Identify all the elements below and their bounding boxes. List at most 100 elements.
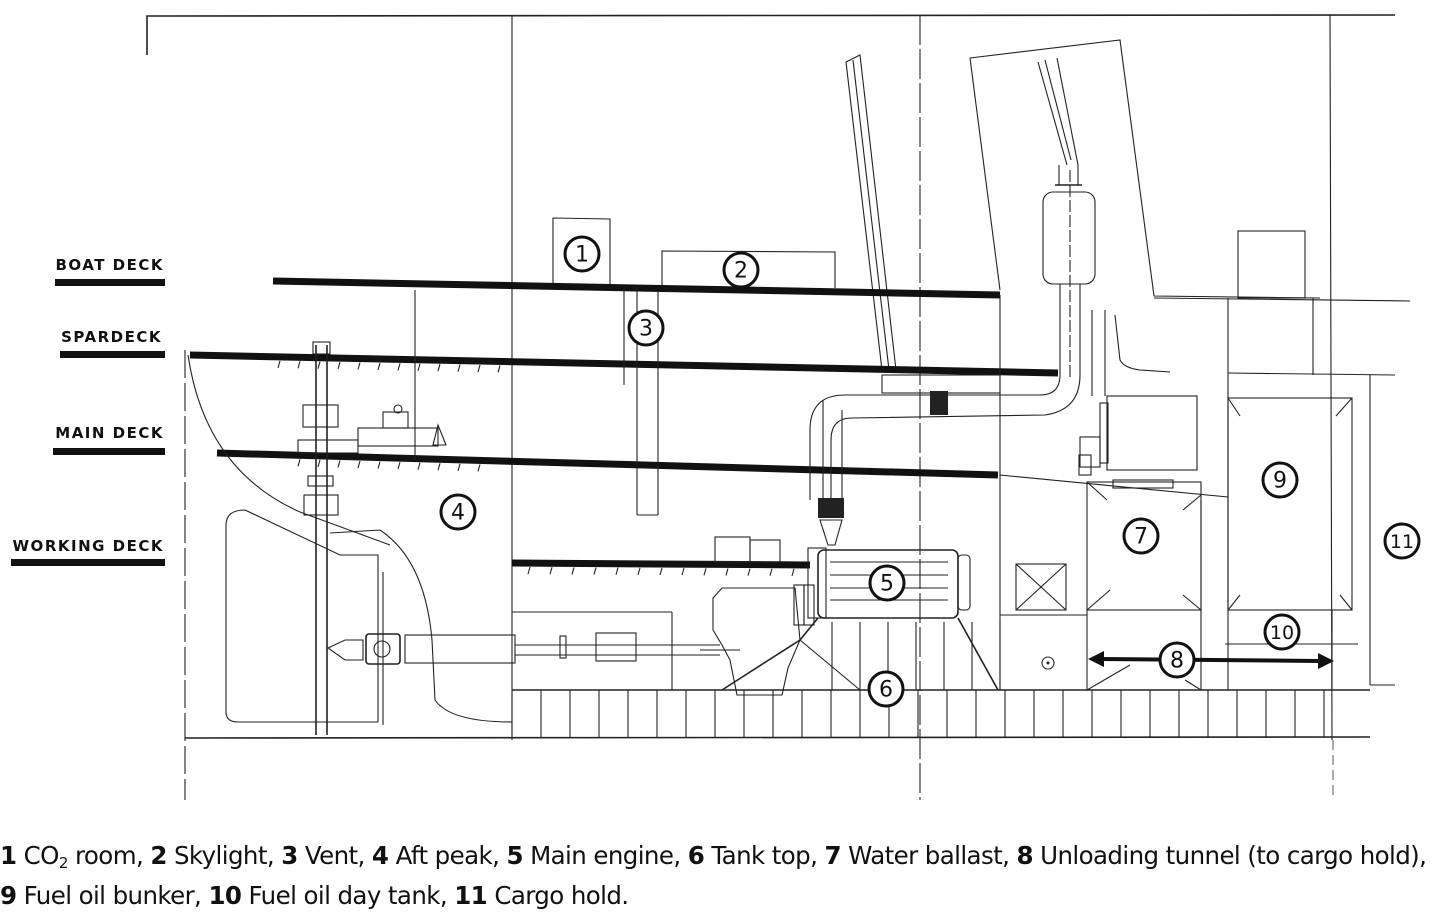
callout-8-number: 8 (1170, 649, 1184, 674)
caption-item-2: 2 Skylight, (150, 841, 281, 870)
caption-number-1: 1 (0, 841, 17, 870)
deck-beam-tick (377, 362, 381, 371)
deck-beam-tick (437, 463, 441, 471)
callout-1-number: 1 (575, 243, 589, 268)
caption-text-10: Fuel oil day tank, (241, 881, 455, 910)
callout-11-number: 11 (1390, 531, 1414, 553)
caption-item-7: 7 Water ballast, (825, 841, 1017, 870)
figure-caption: 1 CO2 room, 2 Skylight, 3 Vent, 4 Aft pe… (0, 836, 1438, 916)
callout-3: 3 (627, 309, 665, 347)
ship-aft-section-drawing: 1 2 3 4 5 6 7 8 (146, 14, 1421, 800)
deck-label-main-deck: MAIN DECK (55, 424, 164, 442)
deck-beam-tick (477, 464, 481, 472)
deck-beam-tick (659, 567, 663, 576)
deck-beam-tick (549, 567, 553, 575)
caption-text-5: Main engine, (522, 841, 688, 870)
callout-7-number: 7 (1134, 525, 1148, 550)
vent-trunk (414, 290, 659, 516)
caption-text-8: Unloading tunnel (to cargo hold), (1032, 841, 1427, 870)
caption-number-9: 9 (0, 881, 17, 910)
deck-label-underline-main-deck (53, 448, 165, 455)
arrow-head-right-icon (1318, 653, 1334, 669)
superstructure-boxes (552, 217, 836, 288)
callouts: 1 2 3 4 5 6 7 8 (439, 235, 1421, 708)
deck-beam-tick (791, 568, 795, 577)
caption-text-11: Cargo hold. (487, 881, 629, 910)
deck-label-underline-working-deck (11, 559, 165, 566)
deck-beam-tick (357, 362, 361, 370)
deck-label-underline-spardeck (60, 351, 165, 358)
deck-beam-tick (527, 566, 531, 575)
callout-6-number: 6 (879, 678, 893, 703)
deck-beam-tick (377, 461, 381, 469)
deck-beam-tick (615, 567, 619, 575)
caption-number-5: 5 (506, 841, 523, 870)
deck-beam-tick (297, 361, 301, 369)
deck-beam-tick (397, 363, 401, 371)
caption-item-10: 10 Fuel oil day tank, (208, 881, 454, 910)
unloading-tunnel-arrow (1088, 651, 1334, 669)
caption-text-4: Aft peak, (388, 841, 507, 870)
double-bottom (511, 622, 1370, 737)
gearbox (700, 536, 815, 696)
caption-text-6: Tank top, (704, 841, 825, 870)
callout-10: 10 (1263, 613, 1301, 651)
deck-beam-tick (357, 460, 361, 469)
caption-number-10: 10 (208, 881, 242, 910)
arrow-head-left-icon (1088, 651, 1104, 667)
callout-6: 6 (867, 670, 905, 708)
deck-beam-tick (417, 363, 421, 371)
caption-item-8: 8 Unloading tunnel (to cargo hold), (1017, 841, 1427, 870)
callout-2-number: 2 (734, 259, 748, 284)
caption-item-5: 5 Main engine, (506, 841, 687, 870)
callout-10-number: 10 (1270, 622, 1294, 644)
deck-beam-tick (593, 567, 597, 575)
caption-number-11: 11 (454, 881, 488, 910)
exhaust-uptake (809, 374, 1081, 500)
callout-9-number: 9 (1273, 469, 1287, 494)
auxiliary-boiler (999, 310, 1229, 498)
deck-beam-tick (637, 567, 641, 576)
deck-beam-tick (457, 364, 461, 372)
callout-5: 5 (868, 564, 906, 602)
caption-item-3: 3 Vent, (281, 841, 372, 870)
callout-3-number: 3 (639, 317, 653, 342)
callout-4: 4 (439, 493, 477, 531)
callout-4-number: 4 (451, 501, 465, 526)
caption-text-3: Vent, (297, 841, 372, 870)
deck-beam-tick (337, 460, 341, 468)
caption-number-4: 4 (371, 841, 389, 870)
caption-number-3: 3 (281, 841, 298, 870)
caption-number-2: 2 (150, 841, 167, 870)
caption-number-6: 6 (687, 841, 705, 870)
deck-beam-tick (477, 364, 481, 373)
drawing-frame (146, 14, 1396, 800)
deck-label-spardeck: SPARDECK (61, 328, 162, 346)
deck-beam-tick (725, 568, 729, 576)
callout-11: 11 (1383, 522, 1421, 560)
caption-item-11: 11 Cargo hold. (454, 881, 629, 910)
callout-1: 1 (563, 235, 601, 273)
propeller-shaft (404, 611, 720, 690)
callout-9: 9 (1261, 461, 1299, 499)
callout-5-number: 5 (880, 572, 894, 597)
caption-item-1: 1 CO2 room, (0, 841, 151, 872)
deck-label-working-deck: WORKING DECK (12, 537, 164, 555)
deck-beam-tick (769, 568, 773, 576)
deck-label-underline-boat-deck (55, 279, 165, 286)
caption-number-8: 8 (1016, 841, 1034, 870)
deck-beam-tick (437, 364, 441, 372)
callout-8: 8 (1158, 641, 1196, 679)
stern-hull (187, 341, 513, 735)
deck-beam-tick (297, 459, 301, 467)
caption-text-1b: room, (67, 841, 151, 870)
steering-gear (297, 404, 447, 454)
baseline (184, 295, 1371, 739)
deck-beam-tick (277, 360, 281, 369)
caption-subscript-1: 2 (58, 854, 69, 872)
caption-text-9: Fuel oil bunker, (16, 881, 209, 910)
deck-beam-tick (497, 365, 501, 373)
funnel-casing (845, 39, 1411, 686)
deck-beam-tick (417, 462, 421, 470)
deck-beam-tick (747, 568, 751, 576)
